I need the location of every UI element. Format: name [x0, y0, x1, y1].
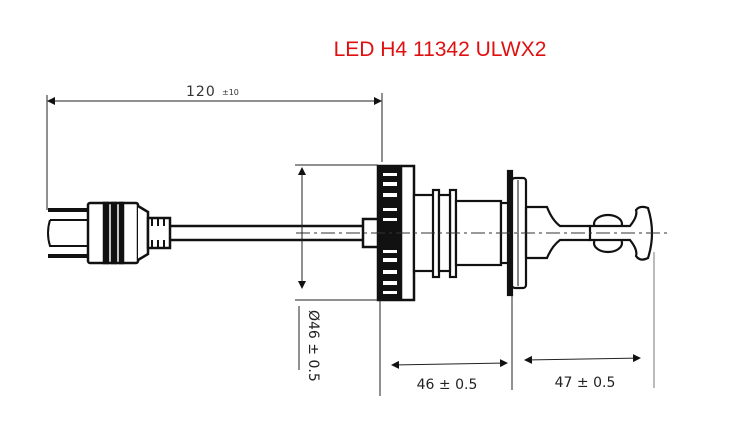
- cable-length-tolerance: ±10: [222, 88, 239, 97]
- length-dimensions: [379, 252, 655, 396]
- drawing-title: LED H4 11342 ULWX2: [334, 38, 547, 61]
- diameter-dimension: [295, 164, 378, 370]
- diameter-value: Ø46 ± 0.5: [305, 310, 321, 382]
- connector-plug: [47, 201, 381, 265]
- bulb-length-value: 47 ± 0.5: [555, 375, 616, 391]
- cable-length-dimension: [46, 93, 383, 210]
- cable-length-value: 120: [186, 84, 216, 100]
- body-length-value: 46 ± 0.5: [417, 377, 478, 393]
